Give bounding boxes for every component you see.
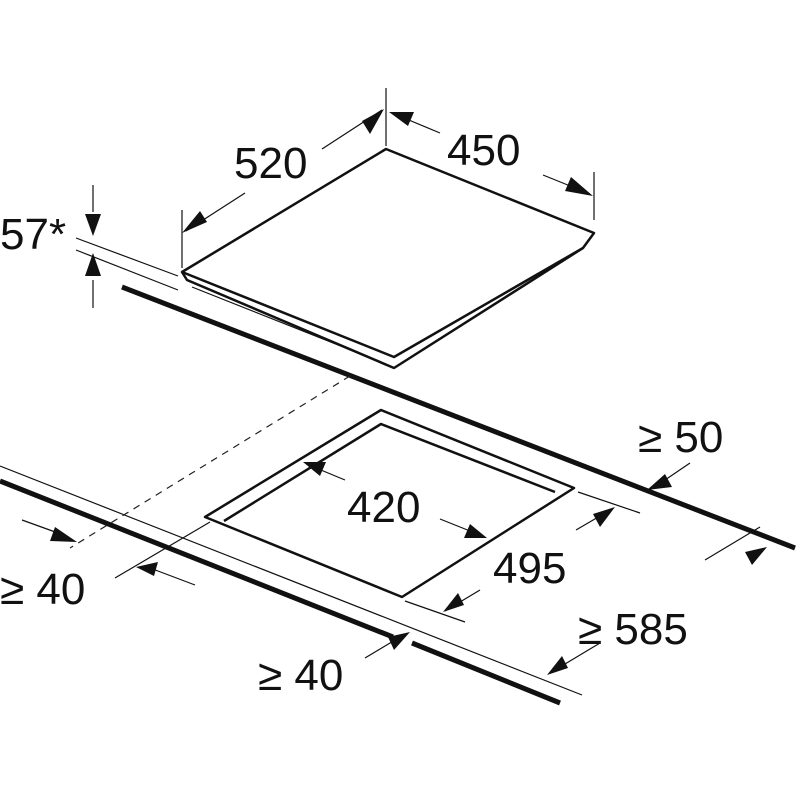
arrow-head — [136, 562, 158, 576]
arrow-head — [593, 507, 615, 527]
arrow-head — [745, 547, 767, 565]
arrow-head — [565, 177, 593, 196]
label-worktop-depth: ≥ 585 — [578, 605, 688, 654]
dim-worktop-depth — [547, 526, 767, 675]
dim-hob-width — [389, 112, 595, 220]
label-clearance-side: ≥ 40 — [258, 651, 343, 700]
dim-clearance-back — [647, 462, 691, 490]
label-cutout-width: 420 — [347, 483, 420, 532]
dimension-line — [439, 518, 471, 532]
dim-clearance-side — [364, 632, 410, 659]
dimension-line — [364, 639, 396, 659]
worktop-back-edge — [121, 284, 796, 551]
dimension-line — [149, 567, 196, 586]
arrow-head — [182, 211, 207, 233]
arrow-head — [389, 112, 414, 126]
arrow-head — [547, 656, 568, 675]
extension-line — [577, 491, 641, 514]
cutout-inner-edge — [223, 422, 556, 523]
cutout-outer — [203, 408, 576, 599]
worktop-front-top-edge — [0, 465, 583, 696]
arrow-head — [303, 462, 326, 476]
hob-top-edge — [181, 246, 584, 359]
dim-cutout-width — [303, 462, 487, 538]
extension-line — [114, 521, 211, 579]
arrow-head — [362, 109, 384, 134]
label-clearance-back: ≥ 50 — [638, 413, 723, 462]
dimension-line — [664, 462, 691, 481]
dim-clearance-front — [21, 519, 211, 586]
hob — [180, 147, 596, 370]
arrow-head — [50, 527, 77, 542]
extension-line — [75, 237, 179, 277]
worktop-front-edge-right — [411, 640, 561, 706]
label-cutout-depth: 495 — [493, 544, 566, 593]
label-hob-depth: 520 — [234, 139, 307, 188]
arrow-head — [85, 253, 101, 276]
arrow-head — [85, 214, 101, 236]
arrow-head — [647, 474, 672, 490]
projection-line — [69, 375, 351, 549]
arrow-head — [443, 593, 464, 612]
dimension-line — [21, 519, 59, 534]
hob-base-edge — [191, 286, 387, 365]
label-clearance-front: ≥ 40 — [0, 565, 85, 614]
worktop-front-edge-left — [0, 478, 394, 640]
extension-line — [404, 600, 466, 623]
dim-hob-height — [75, 185, 179, 308]
label-hob-height: 57* — [0, 210, 66, 259]
cutout — [203, 408, 576, 599]
arrow-head — [464, 524, 487, 538]
dim-cutout-depth — [404, 491, 641, 623]
dimension-line — [704, 526, 761, 561]
label-hob-width: 450 — [447, 126, 520, 175]
arrow-head — [388, 632, 410, 650]
dim-hob-depth — [181, 88, 387, 268]
worktop — [0, 284, 796, 706]
